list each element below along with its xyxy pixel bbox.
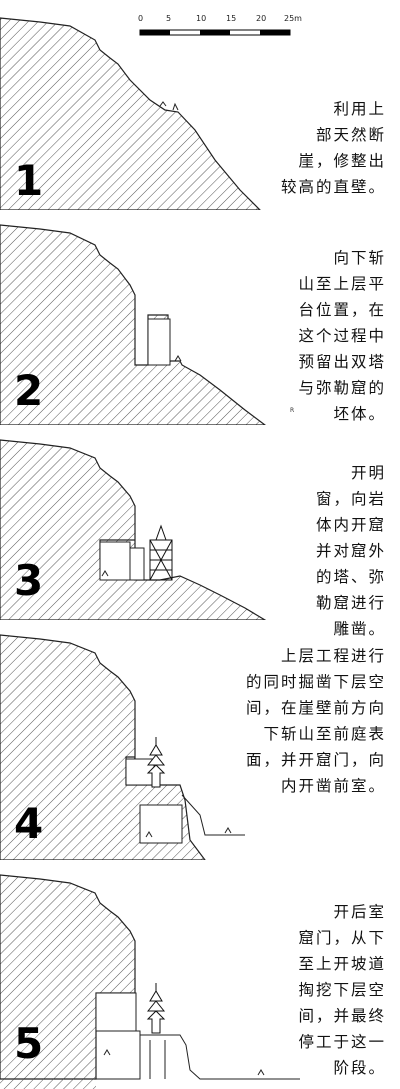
scale-tick-0: 0 (138, 14, 144, 23)
stage-caption-2: 向下斩山至上层平台位置，在这个过程中预留出双塔与弥勒窟的坯体。 (298, 245, 386, 427)
stage-number-3: 3 (14, 556, 44, 605)
caption-line: 崖，修整出 (298, 152, 386, 170)
scale-bar-graphic (139, 29, 291, 36)
scale-tick-10: 10 (196, 14, 207, 23)
caption-line: 面，并开窟门，向 (245, 751, 386, 769)
caption-line: 坯体。 (333, 405, 386, 423)
stage-panel-1: 1 利用上部天然断崖，修整出较高的直壁。 (0, 0, 400, 210)
caption-line: 勒窟进行 (315, 594, 386, 612)
caption-line: 内开凿前室。 (280, 777, 386, 795)
scale-tick-15: 15 (226, 14, 237, 23)
caption-line: 的塔、弥 (315, 568, 386, 586)
stage-caption-1: 利用上部天然断崖，修整出较高的直壁。 (281, 96, 386, 200)
stage-number-4: 4 (14, 799, 44, 848)
caption-line: 部天然断 (315, 126, 386, 144)
cliff-section-3 (0, 439, 267, 620)
cliff-section-2: R (0, 224, 294, 425)
stage-number-5: 5 (14, 1019, 44, 1068)
caption-line: 较高的直壁。 (280, 178, 386, 196)
caption-line: 体内开窟 (315, 516, 386, 534)
caption-line: 雕凿。 (333, 620, 386, 638)
scale-bar: 0 5 10 15 20 25m (130, 14, 302, 44)
caption-line: 掏挖下层空 (298, 981, 386, 999)
caption-line: 山至上层平 (298, 275, 386, 293)
cliff-section-1 (0, 17, 261, 210)
stage-caption-5: 开后室窟门，从下至上开坡道掏挖下层空间，并最终停工于这一阶段。 (298, 899, 386, 1081)
cliff-section-5 (0, 874, 300, 1089)
svg-text:R: R (290, 407, 294, 414)
caption-line: 向下斩 (333, 249, 386, 267)
caption-line: 与弥勒窟的 (298, 379, 386, 397)
stage-number-1: 1 (14, 156, 44, 205)
caption-line: 阶段。 (333, 1059, 386, 1077)
caption-line: 利用上 (333, 100, 386, 118)
scale-tick-25: 25m (284, 14, 302, 23)
caption-line: 间，在崖壁前方向 (245, 699, 386, 717)
caption-line: 窟门，从下 (298, 929, 386, 947)
stage-number-2: 2 (14, 366, 44, 415)
stage-panel-5: 5 开后室窟门，从下至上开坡道掏挖下层空间，并最终停工于这一阶段。 (0, 865, 400, 1089)
caption-line: 并对窟外 (315, 542, 386, 560)
stage-panel-2: R 2 向下斩山至上层平台位置，在这个过程中预留出双塔与弥勒窟的坯体。 (0, 215, 400, 425)
caption-line: 下斩山至前庭表 (263, 725, 386, 743)
cliff-section-4 (0, 634, 245, 860)
caption-line: 上层工程进行 (280, 647, 386, 665)
stage-panel-3: 3 开明窗，向岩体内开窟并对窟外的塔、弥勒窟进行雕凿。 (0, 430, 400, 638)
caption-line: 台位置，在 (298, 301, 386, 319)
caption-line: 的同时掘凿下层空 (245, 673, 386, 691)
stage-caption-4: 上层工程进行的同时掘凿下层空间，在崖壁前方向下斩山至前庭表面，并开窟门，向内开凿… (246, 643, 386, 799)
caption-line: 这个过程中 (298, 327, 386, 345)
stage-caption-3: 开明窗，向岩体内开窟并对窟外的塔、弥勒窟进行雕凿。 (316, 460, 386, 642)
caption-line: 停工于这一 (298, 1033, 386, 1051)
scale-tick-5: 5 (166, 14, 172, 23)
caption-line: 窗，向岩 (315, 490, 386, 508)
caption-line: 预留出双塔 (298, 353, 386, 371)
caption-line: 至上开坡道 (298, 955, 386, 973)
caption-line: 开后室 (333, 903, 386, 921)
stage-panel-4: 4 上层工程进行的同时掘凿下层空间，在崖壁前方向下斩山至前庭表面，并开窟门，向内… (0, 625, 400, 860)
caption-line: 间，并最终 (298, 1007, 386, 1025)
scale-tick-20: 20 (256, 14, 267, 23)
caption-line: 开明 (350, 464, 386, 482)
